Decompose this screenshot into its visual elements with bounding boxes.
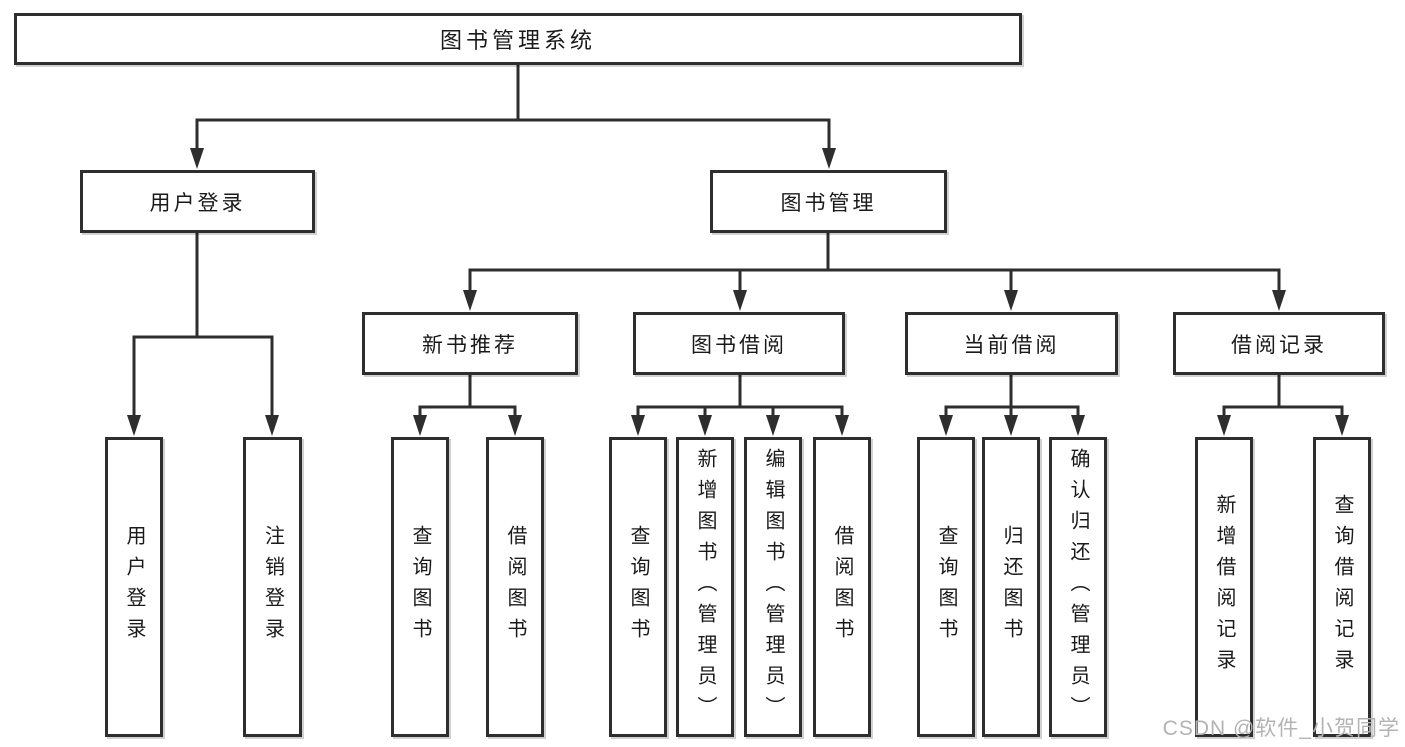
node-bb-add-books-admin-label: 新增图书（管理员）: [694, 447, 716, 727]
connector-bookmgmt-to-level3: [468, 233, 1281, 291]
node-br-add-record-label: 新增借阅记录: [1213, 494, 1235, 680]
node-cb-query-books-label: 查询图书: [935, 525, 957, 649]
node-br-query-record: 查询借阅记录: [1313, 437, 1371, 737]
node-leaf-logout: 注销登录: [243, 437, 302, 737]
node-cb-query-books: 查询图书: [917, 437, 975, 737]
node-bb-edit-books-admin-label: 编辑图书（管理员）: [762, 447, 784, 727]
connector-bookborrow-to-leaves: [636, 375, 844, 416]
node-library-management-system: 图书管理系统: [14, 13, 1022, 65]
node-book-borrowing-label: 图书借阅: [691, 333, 787, 357]
node-nb-query-books: 查询图书: [391, 437, 449, 737]
arrowheads: [127, 148, 1349, 436]
node-bb-query-books-label: 查询图书: [627, 525, 649, 649]
node-user-login-label: 用户登录: [149, 191, 246, 215]
csdn-watermark: CSDN @软件_小贺同学: [1162, 717, 1400, 740]
connector-userlogin-to-leaves: [132, 233, 274, 416]
node-nb-query-books-label: 查询图书: [409, 525, 431, 649]
node-nb-borrow-books: 借阅图书: [486, 437, 544, 737]
node-br-query-record-label: 查询借阅记录: [1331, 494, 1353, 680]
node-cb-return-books: 归还图书: [982, 437, 1040, 737]
node-current-borrowing: 当前借阅: [905, 312, 1118, 375]
connector-borrowrecords-to-leaves: [1222, 375, 1344, 416]
node-bb-borrow-books: 借阅图书: [813, 437, 871, 737]
node-leaf-user-login: 用户登录: [105, 437, 163, 737]
connector-root-to-level2: [195, 65, 831, 148]
node-borrowing-records: 借阅记录: [1173, 312, 1385, 375]
node-user-login: 用户登录: [80, 170, 315, 233]
node-new-book-recommendation-label: 新书推荐: [422, 333, 518, 357]
node-borrowing-records-label: 借阅记录: [1231, 333, 1327, 357]
node-cb-return-books-label: 归还图书: [1000, 525, 1022, 649]
node-bb-query-books: 查询图书: [609, 437, 667, 737]
node-library-management-system-label: 图书管理系统: [439, 28, 596, 53]
connector-newbookrec-to-leaves: [418, 375, 517, 416]
node-new-book-recommendation: 新书推荐: [362, 312, 578, 375]
node-book-borrowing: 图书借阅: [633, 312, 845, 375]
node-current-borrowing-label: 当前借阅: [963, 333, 1060, 357]
node-leaf-logout-label: 注销登录: [261, 525, 284, 649]
node-br-add-record: 新增借阅记录: [1195, 437, 1253, 737]
node-cb-confirm-return-admin: 确认归还（管理员）: [1049, 437, 1107, 737]
node-bb-add-books-admin: 新增图书（管理员）: [676, 437, 734, 737]
node-book-management: 图书管理: [710, 170, 947, 233]
node-book-management-label: 图书管理: [780, 191, 877, 215]
node-bb-edit-books-admin: 编辑图书（管理员）: [744, 437, 802, 737]
node-leaf-user-login-label: 用户登录: [123, 525, 145, 649]
node-cb-confirm-return-admin-label: 确认归还（管理员）: [1067, 447, 1089, 727]
node-bb-borrow-books-label: 借阅图书: [831, 525, 853, 649]
node-nb-borrow-books-label: 借阅图书: [504, 525, 526, 649]
connector-currentborrow-to-leaves: [944, 375, 1080, 416]
